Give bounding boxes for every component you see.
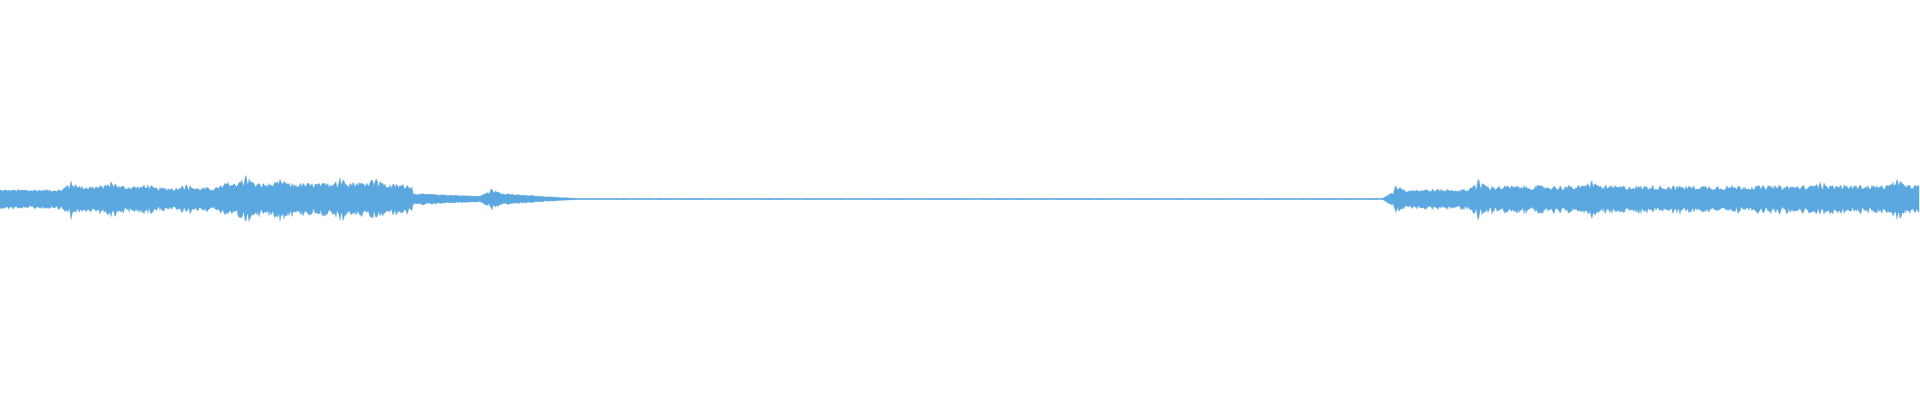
waveform-shape [0, 174, 1920, 222]
